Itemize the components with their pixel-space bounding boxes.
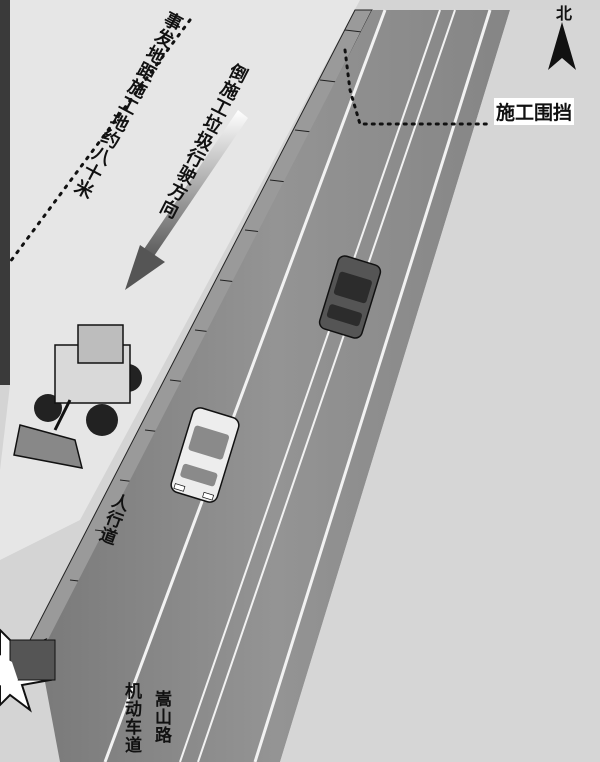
right-ground (280, 10, 600, 762)
distance-dotted-line (8, 18, 192, 264)
left-photo-strip (0, 0, 10, 385)
direction-arrow-icon (125, 110, 248, 290)
road-surface (40, 10, 510, 762)
barrier-leader-line (343, 48, 494, 126)
barrier-label: 施工围挡 (494, 98, 575, 125)
wheel-loader (13, 324, 142, 469)
road-name-label: 嵩山路 (151, 690, 171, 744)
motor-lane-label: 机动车道 (121, 682, 141, 754)
collision-burst-icon (0, 628, 56, 713)
north-label: 北 (556, 4, 573, 23)
near-car (170, 407, 240, 503)
lane-markings (103, 9, 492, 762)
far-car (318, 255, 382, 339)
north-arrow-icon (548, 22, 576, 70)
